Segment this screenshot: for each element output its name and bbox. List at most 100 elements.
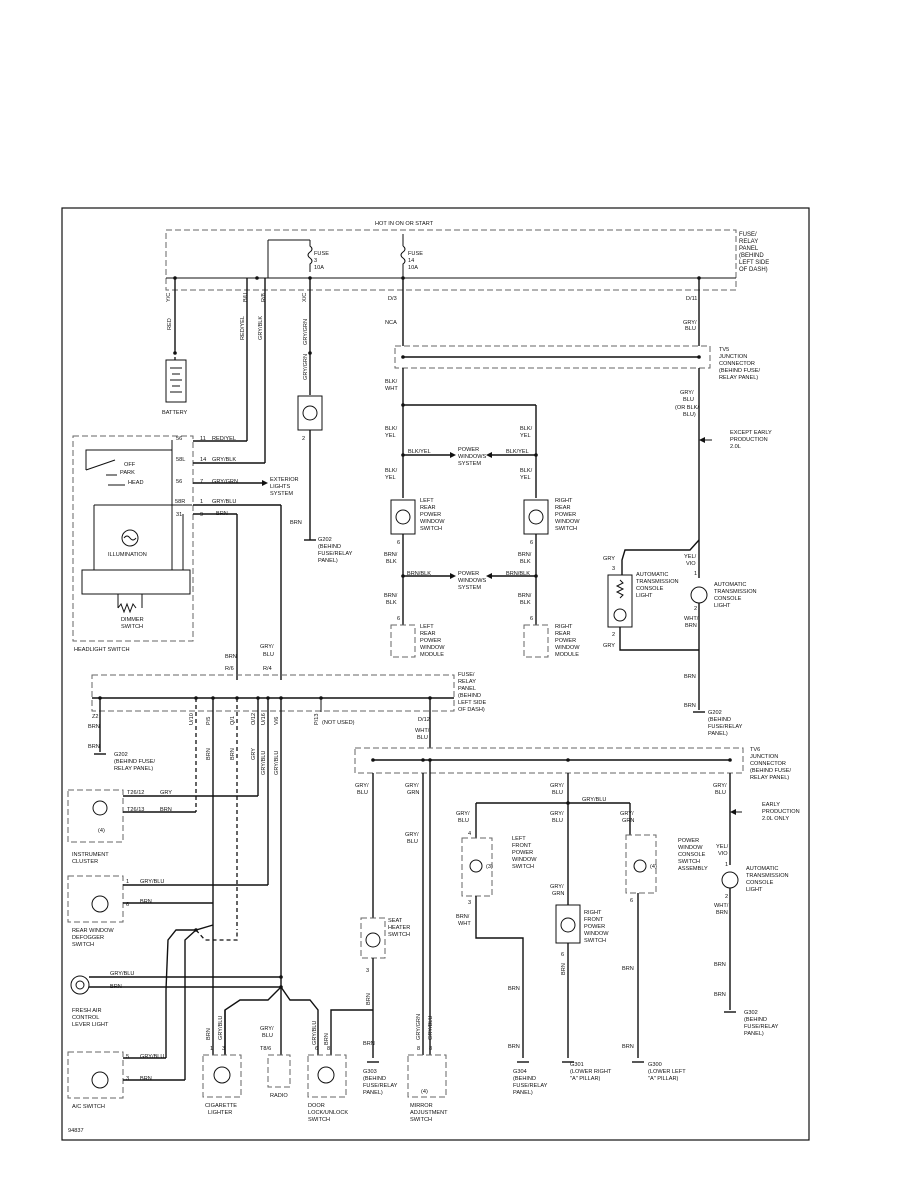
svg-text:BLU: BLU	[407, 839, 418, 845]
svg-text:GRY/: GRY/	[680, 390, 694, 396]
svg-text:31: 31	[176, 512, 182, 518]
svg-text:GRY/BLU: GRY/BLU	[428, 1016, 434, 1040]
svg-text:14: 14	[200, 457, 206, 463]
svg-text:3: 3	[222, 1046, 225, 1052]
svg-text:1: 1	[200, 499, 203, 505]
svg-text:P/13: P/13	[314, 713, 320, 725]
svg-text:GRN: GRN	[622, 818, 634, 824]
svg-text:BLK/: BLK/	[385, 468, 398, 474]
svg-text:HEAD: HEAD	[128, 480, 144, 486]
svg-text:6: 6	[126, 902, 129, 908]
svg-text:GRY/BLU: GRY/BLU	[140, 1054, 164, 1060]
svg-text:GRY/: GRY/	[260, 644, 274, 650]
radio: GRY/BLU T8/6 RADIO	[260, 1026, 291, 1099]
svg-text:8: 8	[429, 1046, 432, 1052]
svg-text:BRN: BRN	[230, 748, 236, 760]
svg-text:GRY/: GRY/	[550, 884, 564, 890]
svg-text:BRN: BRN	[206, 748, 212, 760]
svg-text:GRY/BLU: GRY/BLU	[312, 1021, 318, 1045]
svg-text:GRY/: GRY/	[456, 811, 470, 817]
svg-text:GRN: GRN	[407, 790, 419, 796]
g202-c: G202(BEHIND FUSE/RELAY PANEL)	[114, 752, 155, 772]
svg-text:GRY/: GRY/	[355, 783, 369, 789]
svg-text:BLK: BLK	[386, 600, 397, 606]
svg-text:T26/12: T26/12	[127, 790, 144, 796]
svg-text:11: 11	[200, 436, 206, 442]
svg-text:BLK: BLK	[520, 559, 531, 565]
svg-text:6: 6	[397, 616, 400, 622]
svg-text:D/3: D/3	[388, 296, 397, 302]
svg-text:GRY/: GRY/	[713, 783, 727, 789]
svg-text:GRY/: GRY/	[550, 811, 564, 817]
svg-text:BRN: BRN	[685, 623, 697, 629]
svg-text:BLK/YEL: BLK/YEL	[408, 449, 431, 455]
svg-text:GRY/GRN: GRY/GRN	[416, 1014, 422, 1040]
svg-text:BLU: BLU	[417, 735, 428, 741]
svg-text:GRY/: GRY/	[260, 1026, 274, 1032]
svg-text:BRN: BRN	[508, 1044, 520, 1050]
svg-text:R/6: R/6	[225, 666, 234, 672]
svg-text:YEL/: YEL/	[684, 554, 697, 560]
svg-text:GRY/BLU: GRY/BLU	[212, 499, 236, 505]
svg-text:8: 8	[327, 1046, 330, 1052]
svg-text:RED/YEL: RED/YEL	[240, 316, 246, 340]
svg-text:D/12: D/12	[418, 717, 430, 723]
svg-text:GRY: GRY	[603, 556, 615, 562]
svg-text:6: 6	[630, 898, 633, 904]
svg-text:BRN/: BRN/	[456, 914, 470, 920]
svg-text:BRN: BRN	[140, 899, 152, 905]
svg-text:1: 1	[126, 879, 129, 885]
svg-text:WHT/: WHT/	[714, 903, 729, 909]
svg-text:2: 2	[694, 606, 697, 612]
svg-text:GRY/BLU: GRY/BLU	[582, 797, 606, 803]
svg-text:(3): (3)	[486, 864, 493, 870]
svg-text:BLU: BLU	[263, 652, 274, 658]
svg-text:3: 3	[468, 900, 471, 906]
svg-text:GRN: GRN	[552, 891, 564, 897]
svg-text:Q/1: Q/1	[230, 716, 236, 725]
ac-switch-label: A/C SWITCH	[72, 1104, 105, 1110]
svg-text:3: 3	[612, 566, 615, 572]
svg-text:VIO: VIO	[686, 561, 696, 567]
svg-text:GRY/BLU: GRY/BLU	[140, 879, 164, 885]
svg-text:BRN: BRN	[622, 1044, 634, 1050]
svg-text:56: 56	[176, 479, 182, 485]
svg-text:BLU): BLU)	[683, 412, 696, 418]
svg-text:BLK: BLK	[520, 600, 531, 606]
svg-text:YEL: YEL	[385, 433, 396, 439]
g301-label: G301(LOWER RIGHT"A" PILLAR)	[570, 1062, 612, 1082]
svg-text:BLU: BLU	[685, 326, 696, 332]
svg-text:BLK/YEL: BLK/YEL	[506, 449, 529, 455]
svg-text:U/10: U/10	[189, 713, 195, 725]
svg-text:BLU: BLU	[552, 790, 563, 796]
svg-text:BRN: BRN	[324, 1033, 330, 1045]
svg-text:(4): (4)	[98, 828, 105, 834]
svg-text:GRY/: GRY/	[620, 811, 634, 817]
svg-text:9: 9	[200, 512, 203, 518]
svg-text:VIO: VIO	[718, 851, 728, 857]
svg-text:BRN: BRN	[88, 724, 100, 730]
